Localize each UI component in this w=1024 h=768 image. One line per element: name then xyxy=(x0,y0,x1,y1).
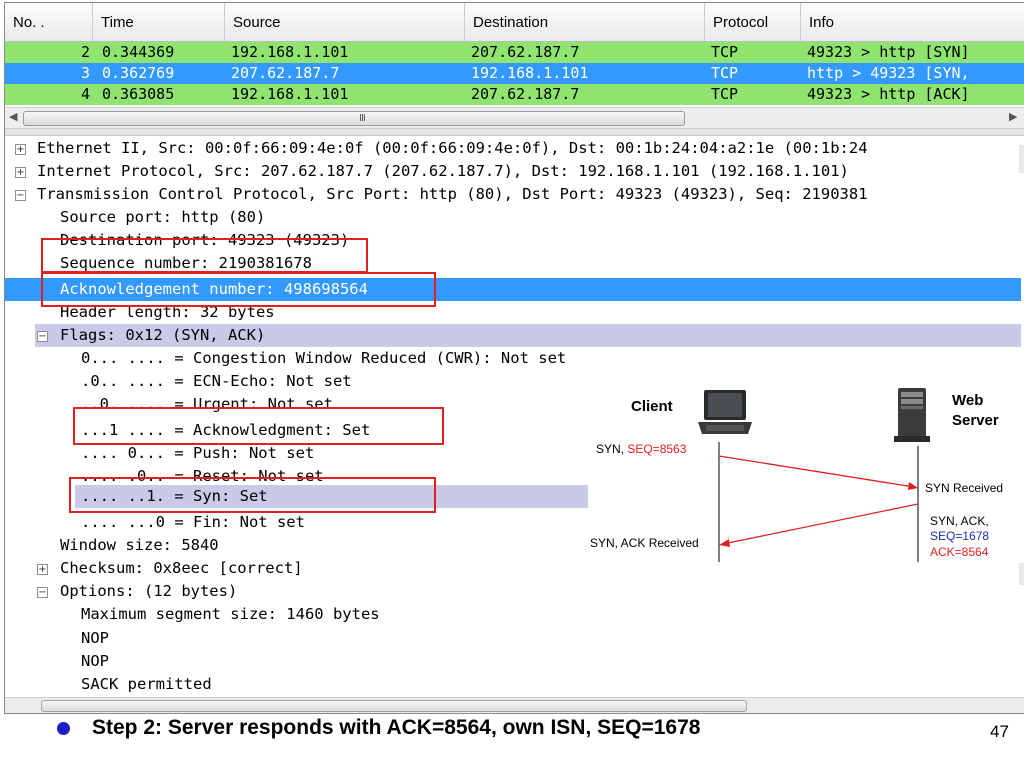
packet-row[interactable]: 2 0.344369 192.168.1.101 207.62.187.7 TC… xyxy=(5,42,1024,63)
expand-plus-icon[interactable]: + xyxy=(37,564,48,575)
packet-source: 207.62.187.7 xyxy=(231,64,340,82)
tree-checksum[interactable]: Checksum: 0x8eec [correct] xyxy=(60,559,303,577)
packet-time: 0.363085 xyxy=(102,85,175,103)
synack-label: SYN, ACK, xyxy=(930,514,989,528)
column-no[interactable]: No. . xyxy=(5,3,93,41)
tree-flag-push[interactable]: .... 0... = Push: Not set xyxy=(81,444,315,462)
page-number: 47 xyxy=(990,722,1009,741)
syn-text: SYN, xyxy=(596,442,628,456)
packet-time: 0.362769 xyxy=(102,64,175,82)
tree-flag-ecn[interactable]: .0.. .... = ECN-Echo: Not set xyxy=(81,372,352,390)
syn-label: SYN, SEQ=8563 xyxy=(596,442,686,456)
packet-list-hscrollbar[interactable]: ◀ III ▶ xyxy=(5,107,1024,129)
ack-row-highlight xyxy=(5,278,1021,301)
column-info[interactable]: Info xyxy=(809,14,835,31)
tree-ip[interactable]: Internet Protocol, Src: 207.62.187.7 (20… xyxy=(37,162,849,180)
tree-flag-fin[interactable]: .... ...0 = Fin: Not set xyxy=(81,513,305,531)
packet-no: 4 xyxy=(81,85,91,103)
highlight-box-ack-flag xyxy=(73,407,444,445)
tree-ethernet[interactable]: Ethernet II, Src: 00:0f:66:09:4e:0f (00:… xyxy=(37,139,868,157)
synack-seq: SEQ=1678 xyxy=(930,529,990,543)
handshake-arrows xyxy=(718,442,919,562)
tree-flag-cwr[interactable]: 0... .... = Congestion Window Reduced (C… xyxy=(81,349,567,367)
scroll-left-arrow-icon[interactable]: ◀ xyxy=(9,110,18,123)
pane-splitter[interactable] xyxy=(5,129,1024,136)
synack-ack: ACK=8564 xyxy=(930,545,989,559)
packet-info: 49323 > http [ACK] xyxy=(807,85,970,103)
highlight-box-syn-flag xyxy=(69,477,436,513)
tree-nop[interactable]: NOP xyxy=(81,629,109,647)
tree-options[interactable]: Options: (12 bytes) xyxy=(60,582,238,600)
expand-plus-icon[interactable]: + xyxy=(15,167,26,178)
server-label-web: Web xyxy=(952,392,984,409)
laptop-icon xyxy=(698,390,752,434)
column-source[interactable]: Source xyxy=(225,3,465,41)
tree-flag-ack[interactable]: ...1 .... = Acknowledgment: Set xyxy=(81,421,371,439)
packet-info: 49323 > http [SYN] xyxy=(807,43,970,61)
syn-seq: SEQ=8563 xyxy=(627,442,687,456)
highlight-box-seq xyxy=(41,238,368,273)
tree-ack-number[interactable]: Acknowledgement number: 498698564 xyxy=(60,280,368,298)
handshake-diagram: Client Web Server SYN, SEQ=8563 SYN Rece… xyxy=(588,384,1024,562)
vscroll-top[interactable] xyxy=(1019,145,1024,173)
vscroll-thumb[interactable] xyxy=(1019,563,1024,585)
server-label-server: Server xyxy=(952,412,999,429)
slide-caption: Step 2: Server responds with ACK=8564, o… xyxy=(92,716,701,739)
collapse-minus-icon[interactable]: − xyxy=(37,587,48,598)
collapse-minus-icon[interactable]: − xyxy=(15,190,26,201)
tree-dst-port[interactable]: Destination port: 49323 (49323) xyxy=(60,231,350,249)
synack-received-label: SYN, ACK Received xyxy=(590,536,699,550)
packet-destination: 207.62.187.7 xyxy=(471,85,580,103)
tree-seq-number[interactable]: Sequence number: 2190381678 xyxy=(60,254,312,272)
scrollbar-thumb[interactable] xyxy=(41,700,747,712)
packet-destination: 192.168.1.101 xyxy=(471,64,589,82)
column-time[interactable]: Time xyxy=(93,3,225,41)
packet-protocol: TCP xyxy=(711,64,739,82)
column-destination[interactable]: Destination xyxy=(465,3,705,41)
packet-no: 3 xyxy=(81,64,91,82)
tree-window-size[interactable]: Window size: 5840 xyxy=(60,536,219,554)
tree-sack[interactable]: SACK permitted xyxy=(81,675,212,693)
packet-row[interactable]: 4 0.363085 192.168.1.101 207.62.187.7 TC… xyxy=(5,84,1024,105)
syn-row-highlight xyxy=(75,485,589,508)
tree-src-port[interactable]: Source port: http (80) xyxy=(60,208,266,226)
bullet-icon xyxy=(57,722,70,735)
wireshark-window: No. . Time Source Destination Protocol I… xyxy=(4,2,1024,714)
packet-row-selected[interactable]: 3 0.362769 207.62.187.7 192.168.1.101 TC… xyxy=(5,63,1024,84)
packet-info: http > 49323 [SYN, xyxy=(807,64,970,82)
tree-mss[interactable]: Maximum segment size: 1460 bytes xyxy=(81,605,380,623)
tree-nop[interactable]: NOP xyxy=(81,652,109,670)
packet-list-header: No. . Time Source Destination Protocol I… xyxy=(5,3,1024,42)
server-icon xyxy=(894,388,930,442)
client-label: Client xyxy=(631,398,673,415)
collapse-minus-icon[interactable]: − xyxy=(37,331,48,342)
tree-flags[interactable]: Flags: 0x12 (SYN, ACK) xyxy=(60,326,266,344)
packet-protocol: TCP xyxy=(711,85,739,103)
scrollbar-grip: III xyxy=(359,113,366,124)
packet-no: 2 xyxy=(81,43,91,61)
packet-source: 192.168.1.101 xyxy=(231,43,349,61)
column-protocol[interactable]: Protocol xyxy=(705,3,801,41)
flags-row-highlight xyxy=(35,324,1021,347)
packet-source: 192.168.1.101 xyxy=(231,85,349,103)
syn-received-label: SYN Received xyxy=(925,481,1004,495)
tree-flag-syn[interactable]: .... ..1. = Syn: Set xyxy=(81,487,268,505)
expand-plus-icon[interactable]: + xyxy=(15,144,26,155)
packet-destination: 207.62.187.7 xyxy=(471,43,580,61)
detail-hscrollbar[interactable] xyxy=(5,697,1024,713)
tree-tcp[interactable]: Transmission Control Protocol, Src Port:… xyxy=(37,185,868,203)
scroll-right-arrow-icon[interactable]: ▶ xyxy=(1009,110,1018,123)
tree-header-length[interactable]: Header length: 32 bytes xyxy=(60,303,275,321)
highlight-box-ack xyxy=(41,272,436,307)
tree-flag-reset[interactable]: .... .0.. = Reset: Not set xyxy=(81,467,324,485)
packet-protocol: TCP xyxy=(711,43,739,61)
packet-time: 0.344369 xyxy=(102,43,175,61)
scrollbar-thumb[interactable]: III xyxy=(23,111,685,126)
